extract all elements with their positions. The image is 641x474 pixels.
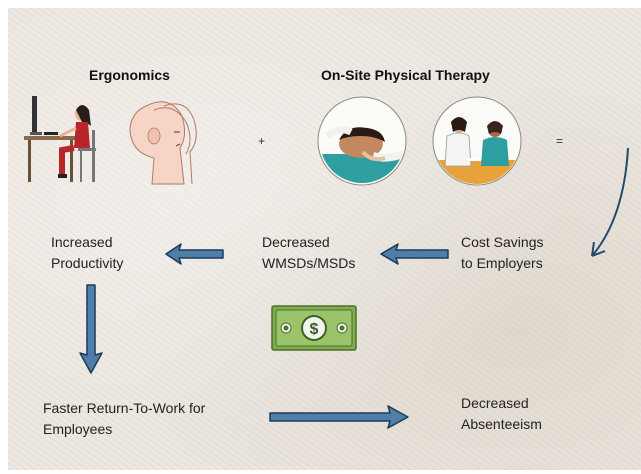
node-decreased-wmsds: Decreased WMSDs/MSDs	[262, 232, 355, 274]
head-massage-icon	[317, 96, 407, 186]
heading-onsite-physical-therapy: On-Site Physical Therapy	[321, 67, 490, 83]
arrow-left-icon	[165, 243, 224, 265]
arrow-right-icon	[269, 405, 409, 429]
arrow-down-icon	[79, 284, 103, 374]
therapist-consultation-icon	[432, 96, 522, 186]
node-increased-productivity-line-1: Increased	[51, 234, 113, 250]
svg-text:$: $	[310, 321, 319, 338]
node-decreased-absenteeism-line-2: Absenteeism	[461, 416, 542, 432]
node-cost-savings-line-1: Cost Savings	[461, 234, 544, 250]
node-faster-return-to-work-line-2: Employees	[43, 421, 113, 437]
plus-operator: +	[258, 134, 266, 148]
arrow-left-icon	[380, 243, 449, 265]
heading-ergonomics: Ergonomics	[89, 67, 170, 83]
person-at-computer-desk-icon	[24, 96, 96, 182]
node-decreased-absenteeism: Decreased Absenteeism	[461, 393, 542, 435]
node-faster-return-to-work-line-1: Faster Return-To-Work for	[43, 400, 206, 416]
diagram-canvas	[8, 8, 641, 470]
node-decreased-wmsds-line-1: Decreased	[262, 234, 330, 250]
node-increased-productivity-line-2: Productivity	[51, 255, 124, 271]
node-cost-savings: Cost Savings to Employers	[461, 232, 543, 274]
node-decreased-absenteeism-line-1: Decreased	[461, 395, 529, 411]
node-faster-return-to-work: Faster Return-To-Work for Employees	[43, 398, 205, 440]
curved-arrow-icon	[591, 147, 629, 257]
head-posture-icon	[129, 101, 197, 185]
equals-operator: =	[556, 134, 564, 148]
dollar-bill-icon: $	[271, 305, 357, 351]
node-cost-savings-line-2: to Employers	[461, 255, 543, 271]
node-increased-productivity: Increased Productivity	[51, 232, 123, 274]
node-decreased-wmsds-line-2: WMSDs/MSDs	[262, 255, 356, 271]
